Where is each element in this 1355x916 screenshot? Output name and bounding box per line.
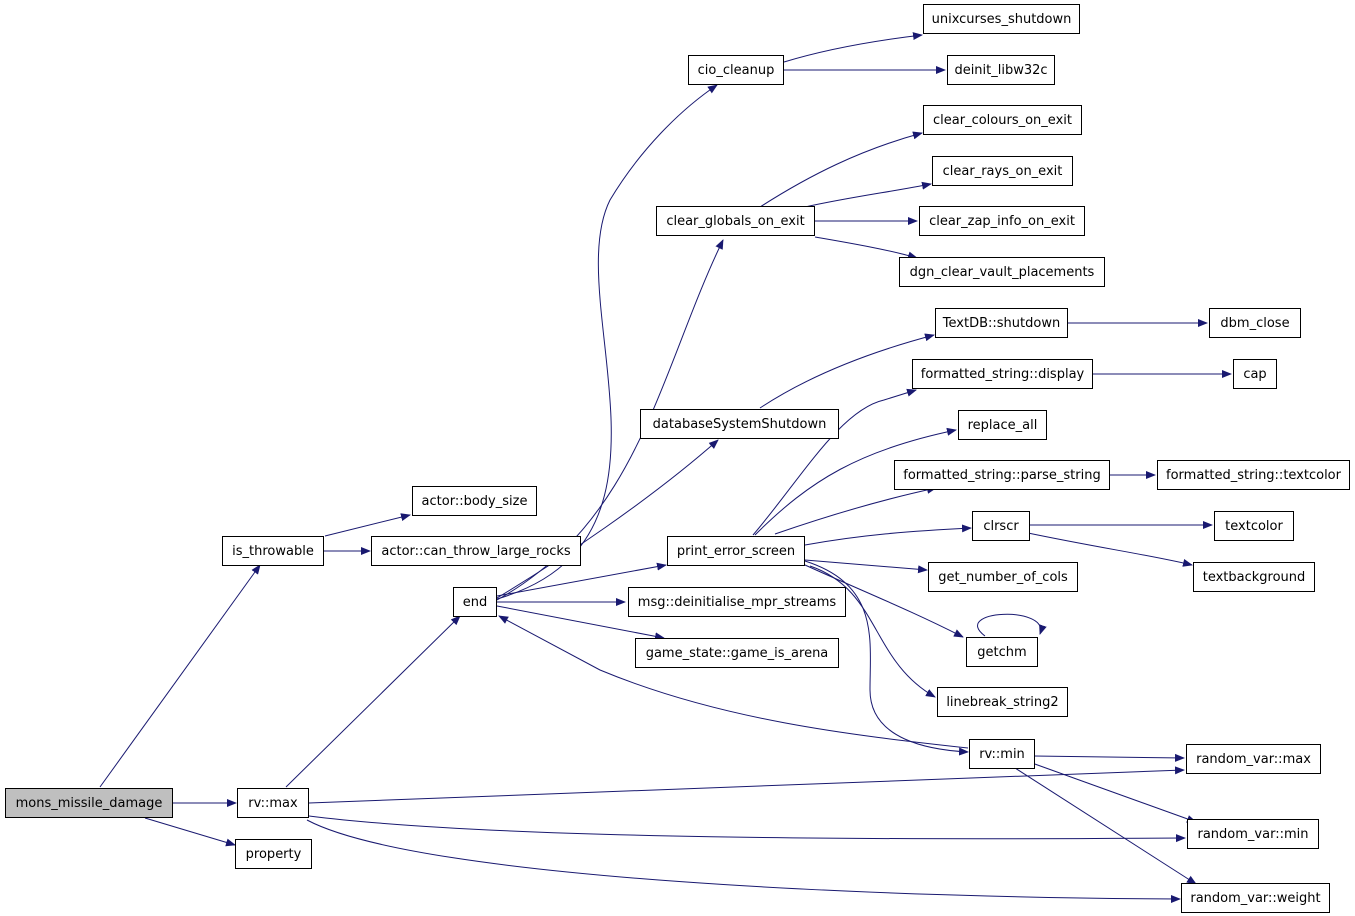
edge-rv-max-random-var-max <box>308 766 1185 804</box>
edge-end-game-is-arena <box>496 605 665 641</box>
edge-rv-min-end <box>498 615 969 749</box>
edge-print-error-clrscr <box>804 524 972 546</box>
edge-rv-min-random-var-max <box>1033 753 1185 762</box>
edge-rv-max-end <box>285 615 461 788</box>
edge-rv-max-random-var-weight <box>306 819 1181 903</box>
edge-rv-min-random-var-min <box>1031 762 1197 823</box>
edge-rv-max-random-var-min <box>308 815 1186 843</box>
node-dgn-clear-vault-placements[interactable]: dgn_clear_vault_placements <box>899 257 1105 287</box>
node-end[interactable]: end <box>453 587 497 617</box>
edge-print-error-get-cols <box>804 559 928 574</box>
node-formatted-string-display[interactable]: formatted_string::display <box>912 359 1093 389</box>
edge-mons-missile-damage-is-throwable <box>99 564 261 788</box>
edge-getchm-self <box>977 613 1047 637</box>
edge-end-print-error-screen <box>496 562 667 597</box>
node-linebreak-string2[interactable]: linebreak_string2 <box>937 687 1068 717</box>
edge-mons-missile-damage-property <box>144 817 236 847</box>
edge-clear-globals-rays <box>804 181 932 208</box>
node-cio-cleanup[interactable]: cio_cleanup <box>688 55 784 85</box>
edge-print-error-getchm <box>804 564 964 638</box>
edge-cio-cleanup-unixcurses <box>783 32 923 63</box>
node-formatted-string-parse-string[interactable]: formatted_string::parse_string <box>894 460 1110 490</box>
edge-is-throwable-actor-body-size <box>324 513 411 537</box>
edge-clear-globals-dgn <box>814 236 918 260</box>
node-formatted-string-textcolor[interactable]: formatted_string::textcolor <box>1157 460 1350 490</box>
node-clear-rays-on-exit[interactable]: clear_rays_on_exit <box>932 156 1073 186</box>
node-unixcurses-shutdown[interactable]: unixcurses_shutdown <box>923 4 1080 34</box>
node-msg-deinitialise-mpr-streams[interactable]: msg::deinitialise_mpr_streams <box>628 587 846 617</box>
node-replace-all[interactable]: replace_all <box>958 410 1047 440</box>
node-random-var-weight[interactable]: random_var::weight <box>1181 883 1330 913</box>
edge-print-error-parse-string <box>774 485 937 535</box>
node-rv-min[interactable]: rv::min <box>969 739 1035 769</box>
node-getchm[interactable]: getchm <box>966 637 1038 667</box>
node-get-number-of-cols[interactable]: get_number_of_cols <box>928 562 1078 592</box>
node-deinit-libw32c[interactable]: deinit_libw32c <box>947 55 1055 85</box>
edge-rv-min-random-var-weight <box>1014 767 1197 885</box>
node-clear-zap-info-on-exit[interactable]: clear_zap_info_on_exit <box>919 206 1085 236</box>
node-cap[interactable]: cap <box>1233 359 1277 389</box>
edge-database-textdb <box>759 333 935 409</box>
node-clear-globals-on-exit[interactable]: clear_globals_on_exit <box>656 206 815 236</box>
node-rv-max[interactable]: rv::max <box>237 788 309 818</box>
node-dbm-close[interactable]: dbm_close <box>1209 308 1301 338</box>
edge-clrscr-textbackground <box>1027 532 1193 567</box>
edge-print-error-display <box>752 388 917 536</box>
node-mons-missile-damage: mons_missile_damage <box>5 788 173 818</box>
edge-clear-globals-colours <box>759 131 923 208</box>
node-game-state-game-is-arena[interactable]: game_state::game_is_arena <box>635 638 839 668</box>
node-is-throwable[interactable]: is_throwable <box>222 536 324 566</box>
node-clear-colours-on-exit[interactable]: clear_colours_on_exit <box>923 105 1082 135</box>
node-clrscr[interactable]: clrscr <box>972 511 1030 541</box>
node-print-error-screen[interactable]: print_error_screen <box>667 536 805 566</box>
edge-print-error-rv-min <box>804 560 969 756</box>
node-textbackground[interactable]: textbackground <box>1193 562 1315 592</box>
node-textcolor[interactable]: textcolor <box>1214 511 1294 541</box>
node-textdb-shutdown[interactable]: TextDB::shutdown <box>935 308 1068 338</box>
edge-end-database-shutdown <box>496 439 719 599</box>
node-database-system-shutdown[interactable]: databaseSystemShutdown <box>640 409 839 439</box>
node-property[interactable]: property <box>235 839 312 869</box>
node-actor-body-size[interactable]: actor::body_size <box>412 486 537 516</box>
edge-end-cio-cleanup <box>496 84 718 600</box>
edge-print-error-replace-all <box>754 427 957 536</box>
edge-print-error-linebreak <box>809 565 936 698</box>
node-random-var-min[interactable]: random_var::min <box>1187 819 1319 849</box>
node-random-var-max[interactable]: random_var::max <box>1186 744 1321 774</box>
node-actor-can-throw-large-rocks[interactable]: actor::can_throw_large_rocks <box>371 536 581 566</box>
